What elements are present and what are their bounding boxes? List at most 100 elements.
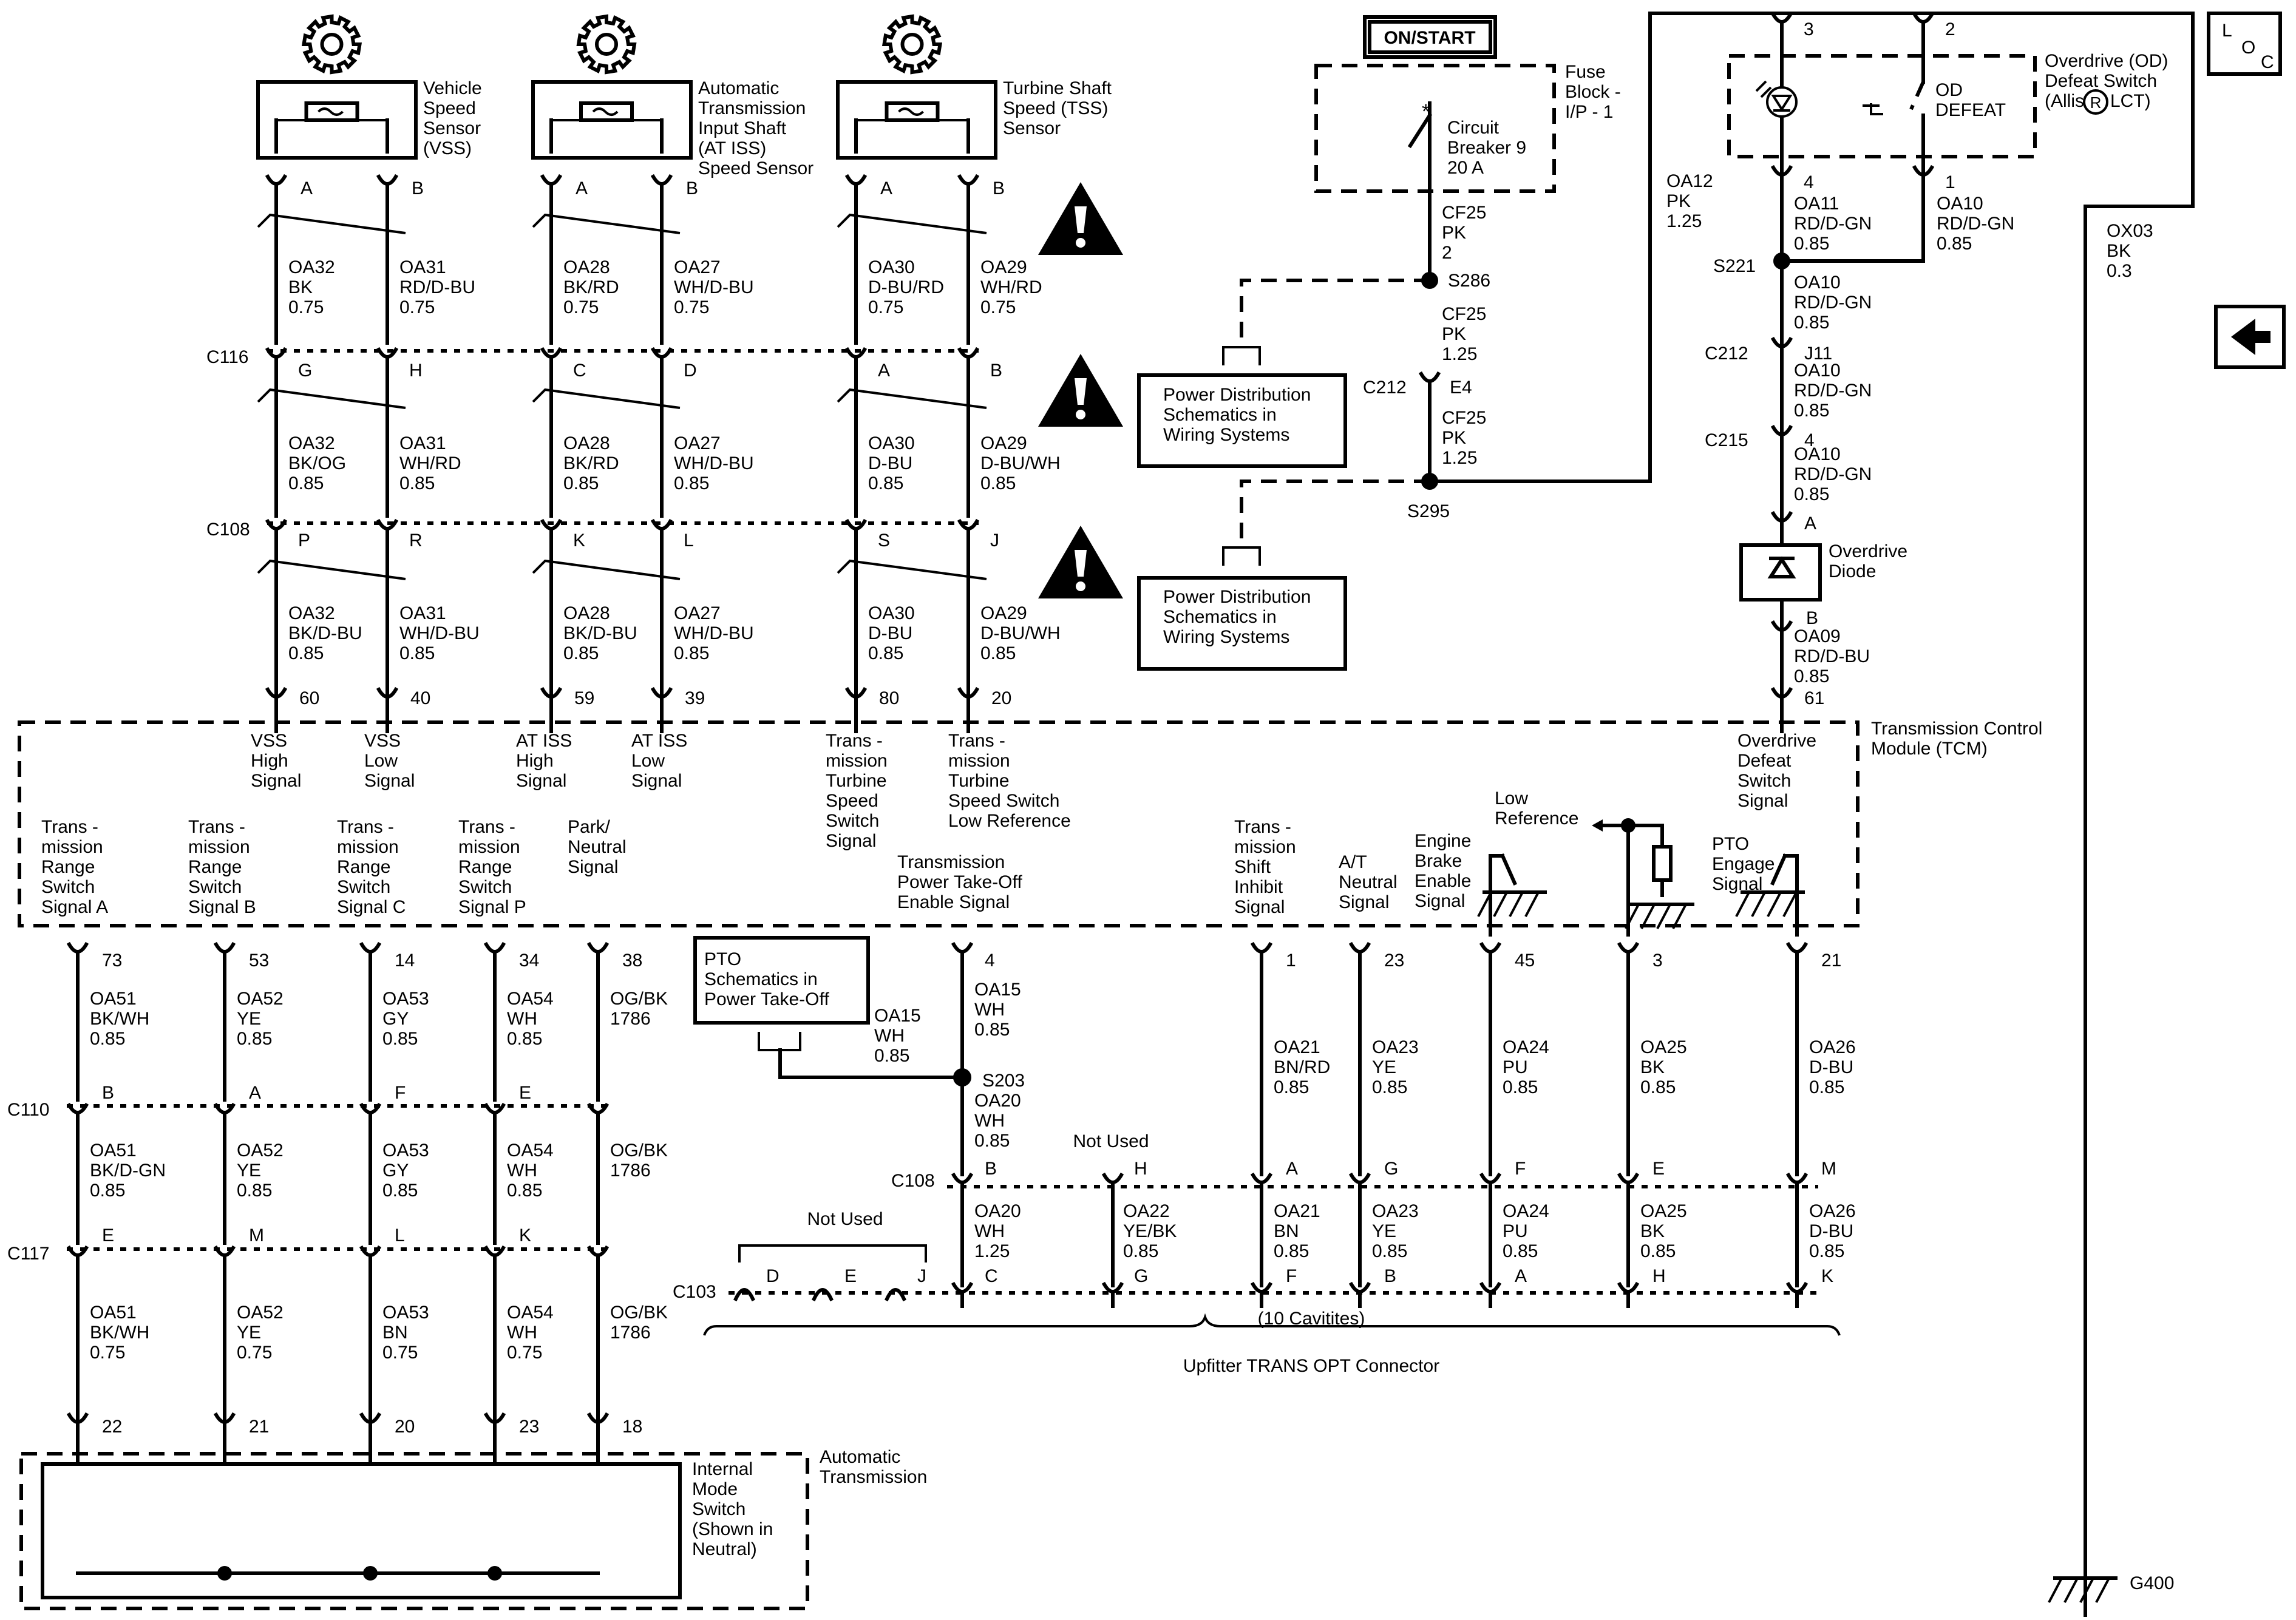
- wire-label: OA51: [90, 1303, 137, 1323]
- wire-label: WH: [507, 1009, 537, 1029]
- wire-label: OA31: [399, 257, 446, 277]
- internal-switch-label: Neutral): [692, 1539, 757, 1559]
- pin-label: 1: [1945, 172, 1955, 192]
- wire-label: 0.85: [1937, 234, 1972, 254]
- sensor-label: Transmission: [698, 98, 806, 118]
- ground-label: G400: [2130, 1573, 2174, 1593]
- wire-label: OA29: [980, 433, 1027, 453]
- registered-icon: R: [2090, 93, 2102, 112]
- wire-label: BK/D-BU: [563, 623, 637, 643]
- wire-break: [532, 388, 681, 409]
- pin-label: 4: [1804, 172, 1814, 192]
- wire-label: OA10: [1794, 273, 1841, 293]
- wire-label: OA10: [1794, 361, 1841, 381]
- ground-icon: [1751, 893, 1765, 917]
- tcm-signal-label: High: [516, 751, 554, 771]
- tcm-signal-label: Signal: [631, 771, 682, 791]
- wire-label: 1786: [610, 1161, 651, 1181]
- wire-label: OA54: [507, 1140, 554, 1161]
- wire-label: WH/RD: [399, 453, 461, 473]
- wire-label: 0.85: [288, 643, 324, 663]
- wire-label: GY: [382, 1161, 409, 1181]
- pin-label: B: [990, 361, 1002, 381]
- wire-label: 0.85: [1794, 666, 1829, 686]
- pin-label: B: [412, 178, 424, 198]
- arrow-icon: [1592, 819, 1603, 832]
- pin-label: J: [917, 1266, 926, 1286]
- wire-break: [837, 559, 987, 580]
- wire-label: RD/D-GN: [1937, 214, 2014, 234]
- wire-label: 0.85: [1640, 1077, 1676, 1097]
- tcm-signal-label: Signal: [516, 771, 566, 791]
- pin-label: M: [1821, 1159, 1836, 1179]
- reference-symbol: [758, 1032, 801, 1051]
- loc-label: C: [2261, 52, 2274, 72]
- wire-label: OA21: [1274, 1201, 1320, 1221]
- pin-label: 59: [574, 688, 594, 708]
- wire-label: BK/RD: [563, 277, 619, 297]
- wire-label: RD/D-GN: [1794, 464, 1872, 484]
- pin-label: A: [576, 178, 588, 198]
- connector-terminal: [812, 1288, 834, 1301]
- internal-switch-label: (Shown in: [692, 1519, 773, 1539]
- reference-symbol: [1222, 546, 1261, 566]
- wire-label: 0.85: [874, 1046, 909, 1066]
- pin-label: G: [1134, 1266, 1148, 1286]
- sensor-label: (AT ISS): [698, 138, 766, 158]
- wire-label: OA29: [980, 603, 1027, 623]
- wire-label: OA32: [288, 603, 335, 623]
- wire-label: OA52: [237, 1303, 284, 1323]
- gear-icon: [301, 14, 362, 75]
- wire-label: BK/WH: [90, 1009, 149, 1029]
- wire-label: 0.85: [1274, 1241, 1309, 1261]
- ground-icon: [1767, 893, 1781, 917]
- tcm-signal-label: Range: [188, 857, 242, 877]
- wire-label: OA23: [1372, 1201, 1419, 1221]
- wire-label: 0.85: [563, 473, 599, 493]
- fuse-block-label: Fuse: [1565, 62, 1606, 82]
- wire-label: OA29: [980, 257, 1027, 277]
- tcm-signal-label: Low: [364, 751, 398, 771]
- loc-label: L: [2222, 21, 2232, 41]
- wire-label: 2: [1442, 243, 1452, 263]
- pin-label: J: [990, 530, 999, 551]
- wire-label: OA32: [288, 257, 335, 277]
- on-start-box: [1368, 20, 1492, 54]
- gear-icon: [881, 14, 943, 75]
- wire-label: WH: [974, 1000, 1005, 1020]
- wire-label: 1786: [610, 1323, 651, 1343]
- wire-break: [257, 213, 406, 234]
- splice-label: S203: [982, 1071, 1025, 1091]
- wire-label: WH: [874, 1026, 905, 1046]
- wire-label: OA53: [382, 1303, 429, 1323]
- wire-label: YE: [237, 1009, 261, 1029]
- wire-label: 0.85: [507, 1029, 542, 1049]
- tcm-signal-label: mission: [337, 837, 399, 857]
- loc-label: O: [2241, 38, 2255, 58]
- wire-label: WH: [974, 1221, 1005, 1241]
- connector-label: C117: [7, 1244, 50, 1264]
- pin-label: E: [1652, 1159, 1665, 1179]
- tcm-signal-label: Trans -: [1234, 817, 1291, 837]
- pin-label: F: [395, 1083, 406, 1103]
- pin-label: D: [684, 361, 697, 381]
- wire-label: D-BU: [868, 623, 912, 643]
- pin-label: C: [985, 1266, 998, 1286]
- wire-label: RD/D-GN: [1794, 381, 1872, 401]
- ground-icon: [1509, 893, 1523, 917]
- pin-label: J11: [1804, 344, 1832, 364]
- od-lamp-icon: [1760, 86, 1772, 98]
- wire-label: OA10: [1794, 444, 1841, 464]
- connector-label: C110: [7, 1100, 50, 1120]
- tcm-signal-label: Switch: [1737, 771, 1791, 791]
- pin-label: A: [1515, 1266, 1527, 1286]
- pin-label: F: [1286, 1266, 1297, 1286]
- wire: [1240, 480, 1430, 547]
- tcm-signal-label: Brake: [1415, 851, 1462, 871]
- wire-label: OA31: [399, 433, 446, 453]
- pin-label: D: [766, 1266, 779, 1286]
- wire-label: 0.85: [674, 643, 709, 663]
- pin-label: G: [1384, 1159, 1398, 1179]
- warning-icon: [1075, 206, 1087, 233]
